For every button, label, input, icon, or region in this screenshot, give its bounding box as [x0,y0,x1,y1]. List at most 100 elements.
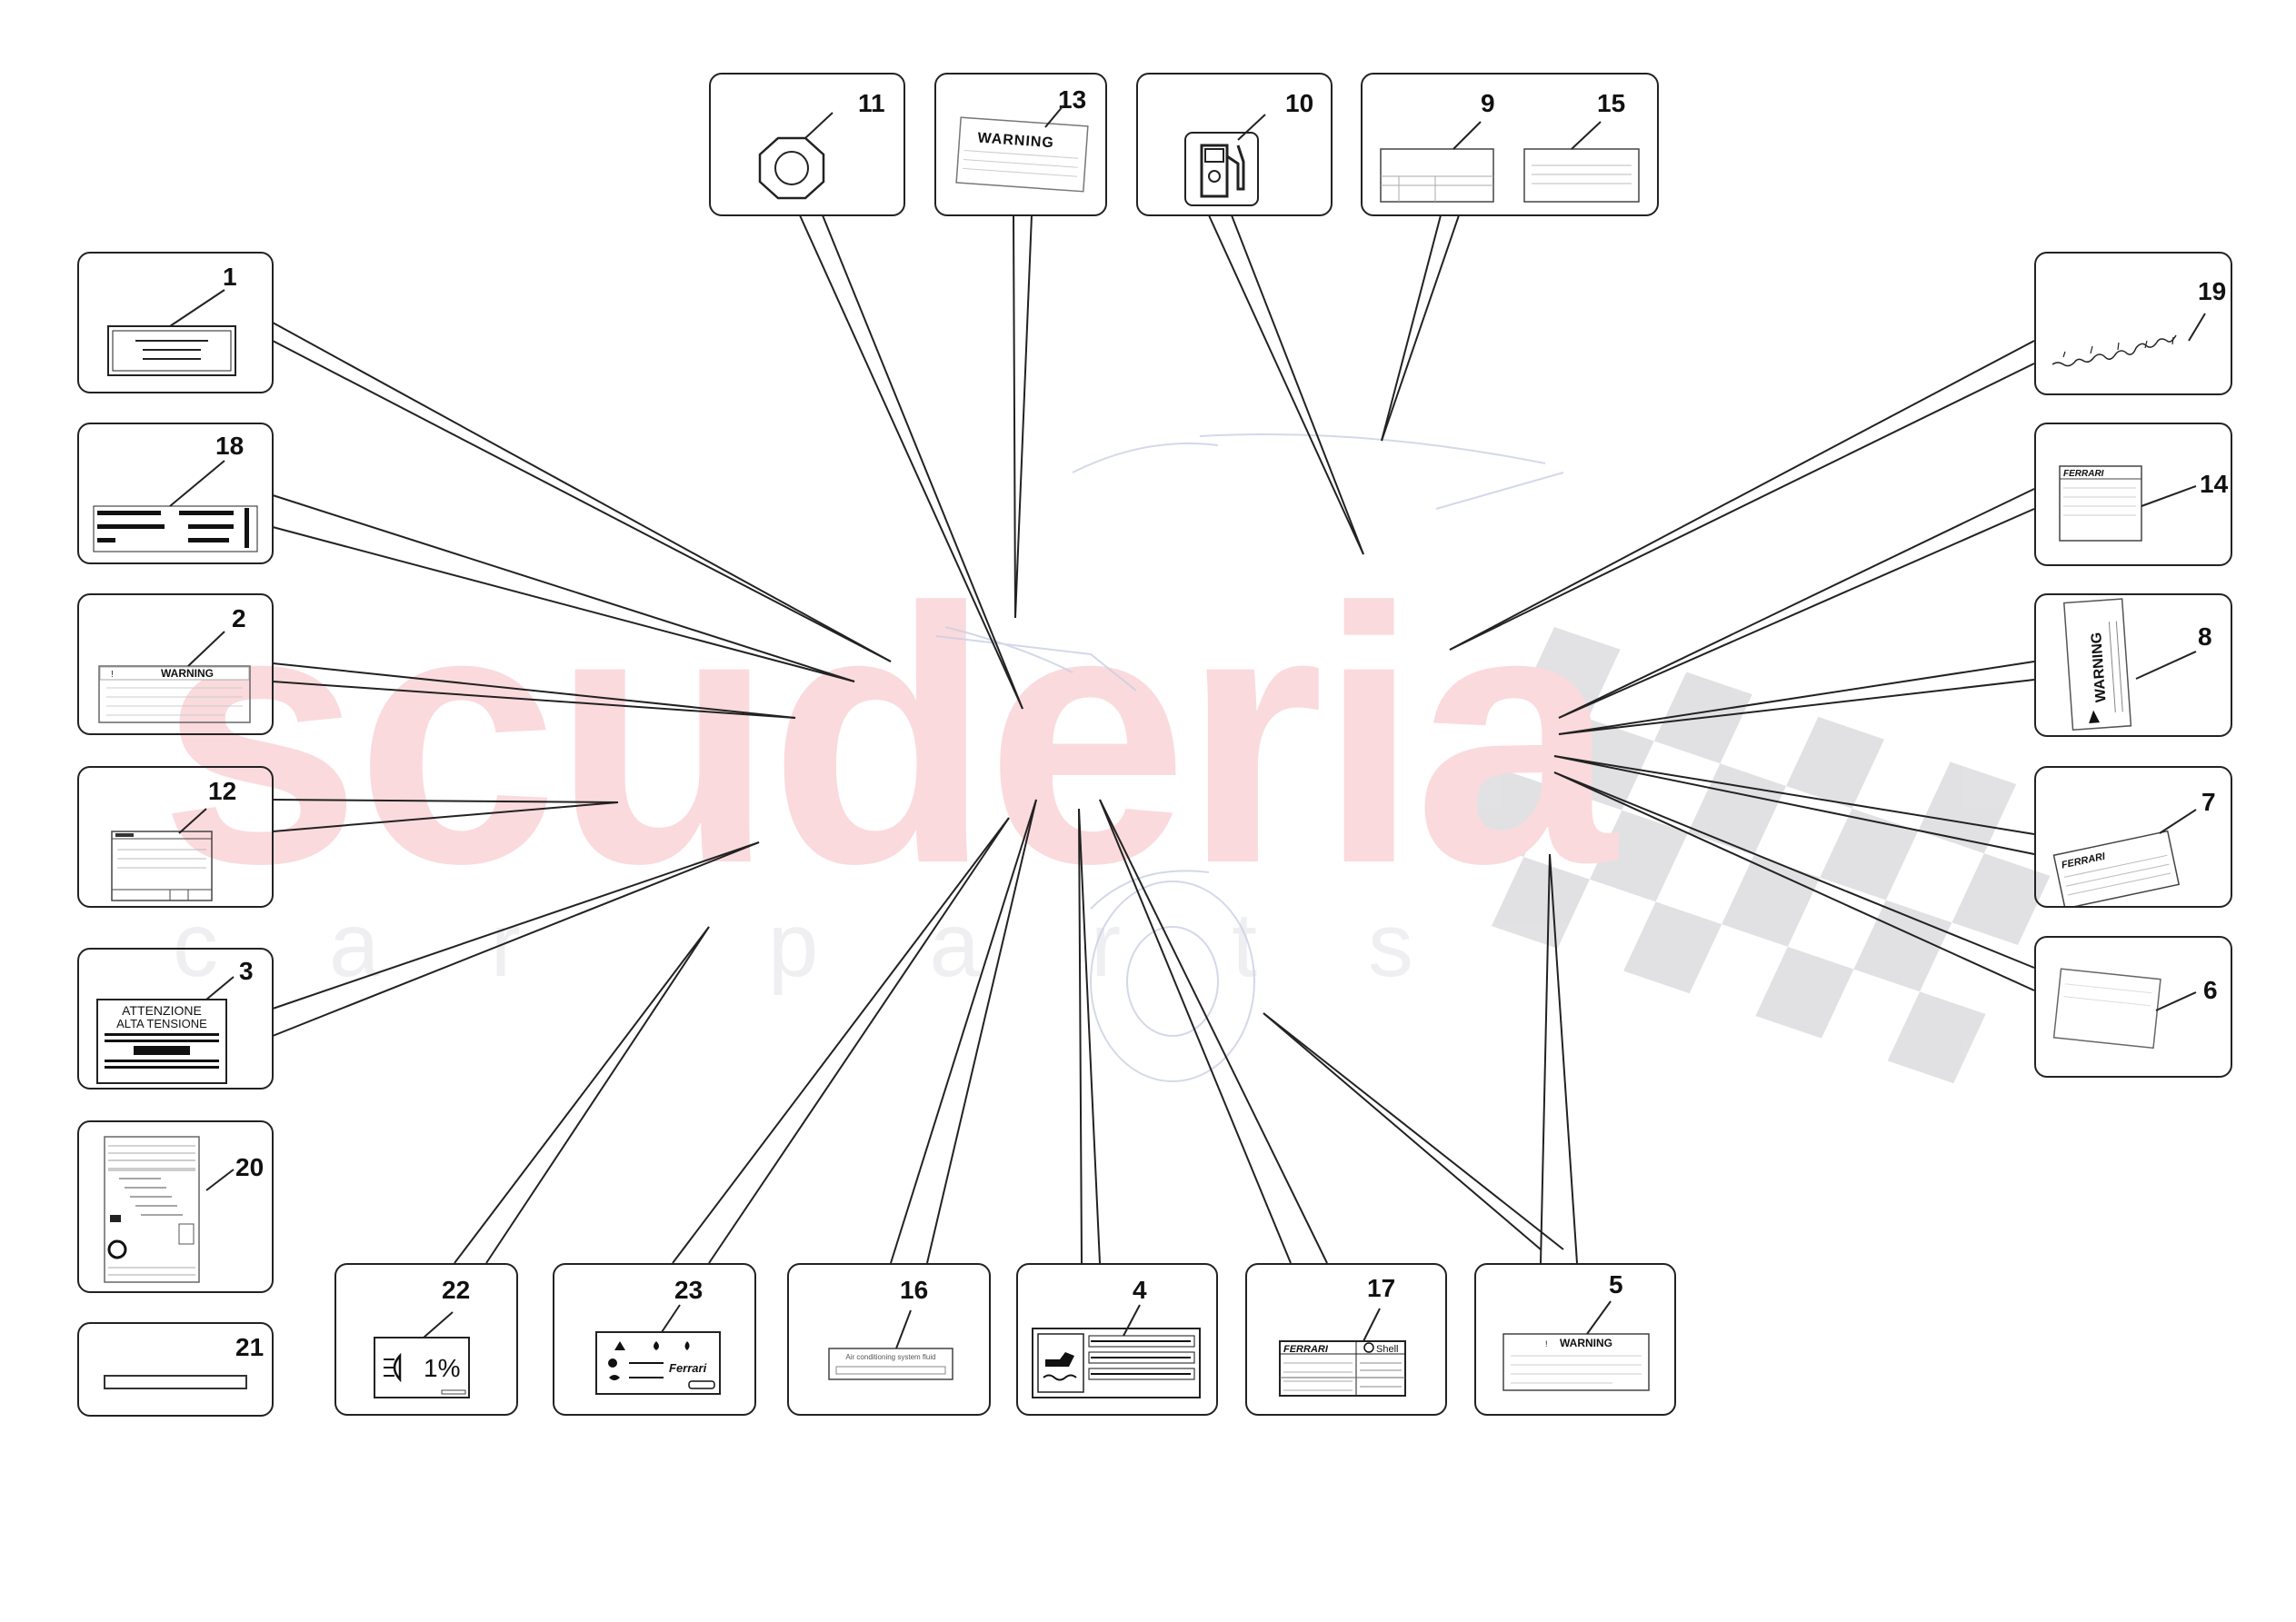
ferrari-text: FERRARI [1283,1344,1329,1355]
leader-line [272,494,855,682]
alta-tensione-text: ALTA TENSIONE [116,1017,207,1030]
callout-number: 10 [1285,89,1314,117]
leader-line [272,340,892,662]
part-box-6[interactable]: 6 [2034,936,2232,1078]
leader-line [1558,508,2035,719]
callout-number: 14 [2200,470,2229,498]
bar-label-icon [93,460,258,552]
callout-number: 17 [1367,1274,1396,1302]
arabic-script-icon [2051,313,2206,367]
percent-text: 1% [424,1354,460,1382]
data-plate-icon [111,808,213,901]
blank-label-icon [2052,968,2197,1050]
leader-line [454,926,710,1264]
leader-line [1263,1012,1564,1250]
attenzione-text: ATTENZIONE [122,1003,202,1018]
warning-label-icon: ! WARNING [1502,1300,1650,1391]
callout-number: 5 [1609,1270,1623,1299]
callout-number: 4 [1133,1276,1147,1304]
callout-number: 22 [442,1276,471,1304]
leader-line [1231,214,1364,555]
shell-text: Shell [1376,1344,1398,1355]
leader-line [1558,488,2035,719]
part-box-23[interactable]: 23 Ferrari [553,1263,756,1416]
leader-line [1553,771,2035,991]
leader-line [1013,214,1016,619]
part-box-18[interactable]: 18 [77,423,274,564]
part-box-17[interactable]: 17 FERRARI Shell [1245,1263,1447,1416]
oil-level-label-icon [1032,1304,1201,1398]
callout-number: 15 [1597,89,1626,117]
callout-number: 3 [239,957,254,985]
callout-number: 23 [674,1276,704,1304]
leader-line [799,214,1023,710]
callout-number: 11 [858,89,885,117]
leader-line [1449,363,2035,651]
ferrari-label-icon: FERRARI [2052,809,2197,906]
aircon-text: Air conditioning system fluid [845,1353,935,1361]
ferrari-text: Ferrari [669,1361,707,1375]
part-box-2[interactable]: 2 ! WARNING [77,593,274,735]
leader-line [1014,214,1033,619]
callout-number: 19 [2198,277,2227,305]
part-box-11[interactable]: 11 [709,73,905,216]
callout-number: 1 [223,263,237,291]
leader-line [1208,214,1364,555]
part-box-3[interactable]: 3 ATTENZIONE ALTA TENSIONE [77,948,274,1090]
part-box-7[interactable]: 7 FERRARI [2034,766,2232,908]
part-box-1[interactable]: 1 [77,252,274,393]
leader-line [485,926,710,1264]
high-voltage-label-icon: ATTENZIONE ALTA TENSIONE [96,976,235,1084]
part-box-20[interactable]: 20 [77,1120,274,1293]
part-box-21[interactable]: 21 [77,1322,274,1417]
warning-label-icon: WARNING [955,104,1089,193]
part-box-13[interactable]: 13 WARNING [934,73,1107,216]
leader-line [926,799,1037,1264]
leader-line [890,799,1037,1264]
warning-text: WARNING [161,667,214,680]
warning-text: WARNING [2089,632,2109,702]
warning-label-icon: ! WARNING [98,631,251,723]
warning-text: WARNING [977,131,1054,152]
ferrari-shell-label-icon: FERRARI Shell [1279,1308,1406,1397]
leader-line [272,841,760,1010]
callout-number: 6 [2203,976,2218,1004]
part-box-14[interactable]: 14 FERRARI [2034,423,2232,566]
leader-line [272,526,855,682]
part-box-8[interactable]: 8 WARNING [2034,593,2232,737]
plain-label-icon [1380,121,1640,203]
leader-line [672,817,1010,1264]
leader-line [1549,853,1578,1264]
leader-line [272,681,796,719]
part-box-9-15[interactable]: 9 15 [1361,73,1659,216]
leader-line [272,799,619,803]
part-box-16[interactable]: 16 Air conditioning system fluid [787,1263,991,1416]
callout-number: 7 [2201,788,2216,816]
leader-line [1099,799,1328,1264]
part-box-19[interactable]: 19 [2034,252,2232,395]
part-box-5[interactable]: 5 ! WARNING [1474,1263,1676,1416]
leader-line [1558,679,2035,735]
leader-line [1263,1012,1542,1250]
part-box-10[interactable]: 10 [1136,73,1333,216]
leader-line [822,214,1023,710]
leader-line [1540,853,1551,1264]
callout-number: 9 [1481,89,1495,117]
leader-line [1078,808,1101,1264]
part-box-4[interactable]: 4 [1016,1263,1218,1416]
leader-line [272,801,619,832]
leader-line [1078,808,1083,1264]
ferrari-label-icon: FERRARI [2059,465,2197,542]
leader-line [1449,340,2035,651]
part-box-22[interactable]: 22 1% [334,1263,518,1416]
leader-line [1553,755,2035,835]
part-box-12[interactable]: 12 [77,766,274,908]
leader-line [272,662,796,719]
leader-line [1381,214,1442,442]
ferrari-text: FERRARI [2063,469,2104,479]
aircon-label-icon: Air conditioning system fluid [828,1309,953,1380]
plain-label-icon [107,289,236,376]
